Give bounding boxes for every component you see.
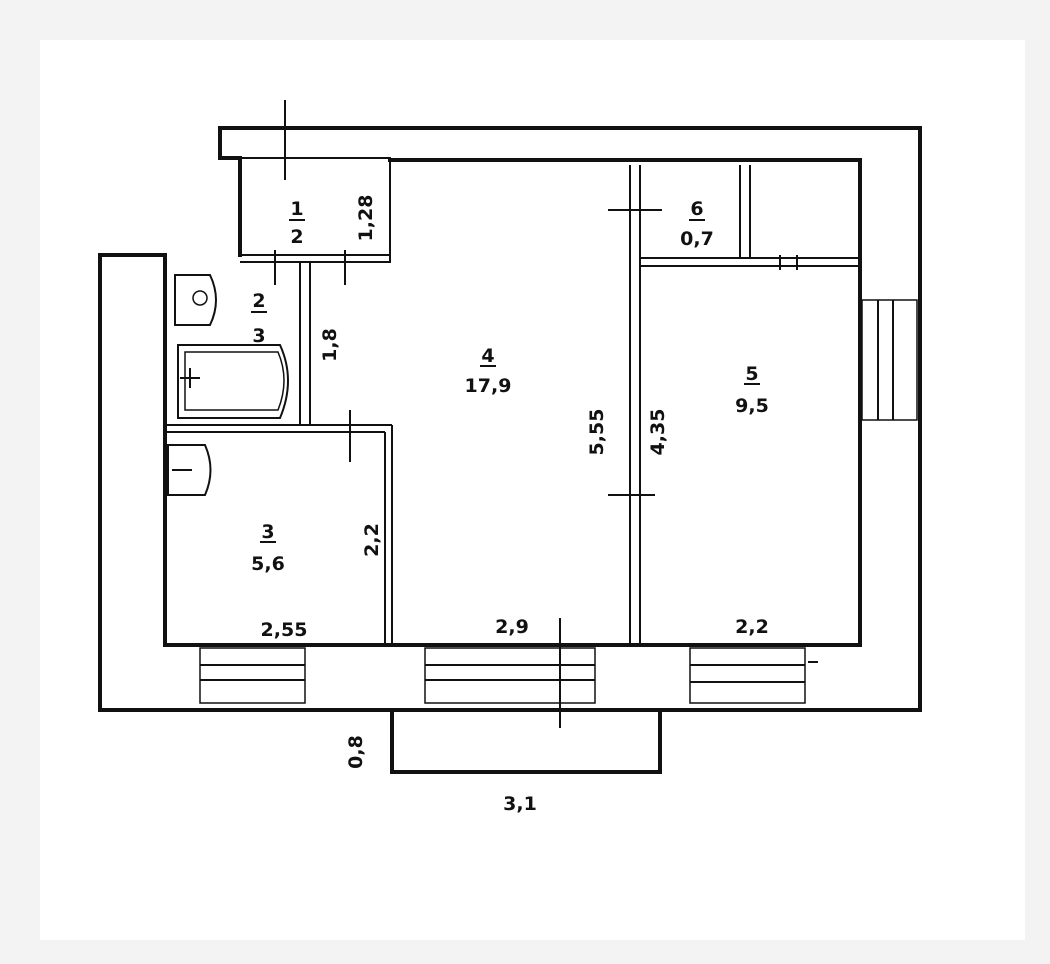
outer-walls [98, 126, 922, 712]
svg-text:5,6: 5,6 [251, 553, 285, 575]
room-label-3: 3 5,6 [251, 521, 285, 575]
dim-2-9: 2,9 [495, 616, 529, 638]
dim-5-55: 5,55 [586, 409, 608, 456]
svg-text:6: 6 [690, 198, 703, 220]
interior-walls [165, 157, 860, 645]
room-label-5: 5 9,5 [735, 363, 769, 417]
sink-icon [174, 274, 217, 326]
dim-2-55: 2,55 [261, 619, 308, 641]
dim-4-35: 4,35 [647, 409, 669, 456]
dim-1-28: 1,28 [355, 195, 377, 242]
svg-text:17,9: 17,9 [465, 375, 512, 397]
bathtub-icon [177, 344, 289, 419]
section-marks [274, 100, 818, 728]
windows [199, 299, 918, 704]
dim-0-8: 0,8 [345, 735, 367, 769]
dimension-labels: 1,28 1,8 2,2 2,55 2,9 2,2 5,55 4,35 0,8 … [261, 195, 769, 815]
dim-2-2-bottom: 2,2 [735, 616, 769, 638]
room-label-1: 1 2 [289, 198, 305, 248]
svg-text:5: 5 [745, 363, 758, 385]
svg-text:2: 2 [252, 290, 265, 312]
room-label-4: 4 17,9 [465, 345, 512, 397]
dim-2-2-left: 2,2 [361, 523, 383, 557]
svg-text:4: 4 [481, 345, 494, 367]
fixtures [167, 274, 289, 496]
dim-3-1: 3,1 [503, 793, 537, 815]
svg-text:3: 3 [261, 521, 274, 543]
svg-text:2: 2 [290, 226, 303, 248]
svg-text:9,5: 9,5 [735, 395, 769, 417]
balcony [390, 708, 662, 774]
kitchen-sink-icon [167, 444, 212, 496]
dim-1-8: 1,8 [319, 328, 341, 362]
svg-text:0,7: 0,7 [680, 228, 714, 250]
svg-text:1: 1 [290, 198, 303, 220]
svg-text:3: 3 [252, 325, 265, 347]
room-label-6: 6 0,7 [680, 198, 714, 250]
room-label-2: 2 3 [251, 290, 267, 347]
